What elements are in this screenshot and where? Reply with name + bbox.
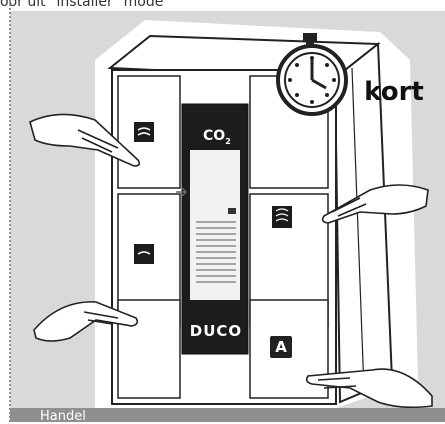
vent-low-icon — [134, 122, 154, 142]
vent-high-icon — [272, 206, 292, 228]
sensor-text: CO — [203, 128, 225, 144]
auto-icon: A — [270, 336, 292, 358]
brand-label: DUCO — [188, 322, 244, 340]
duration-label: kort — [350, 70, 438, 114]
vent-medium-icon — [134, 244, 154, 264]
sensor-label: CO2 — [203, 128, 233, 158]
sensor-subscript: 2 — [225, 137, 231, 146]
display-screen — [190, 150, 240, 300]
